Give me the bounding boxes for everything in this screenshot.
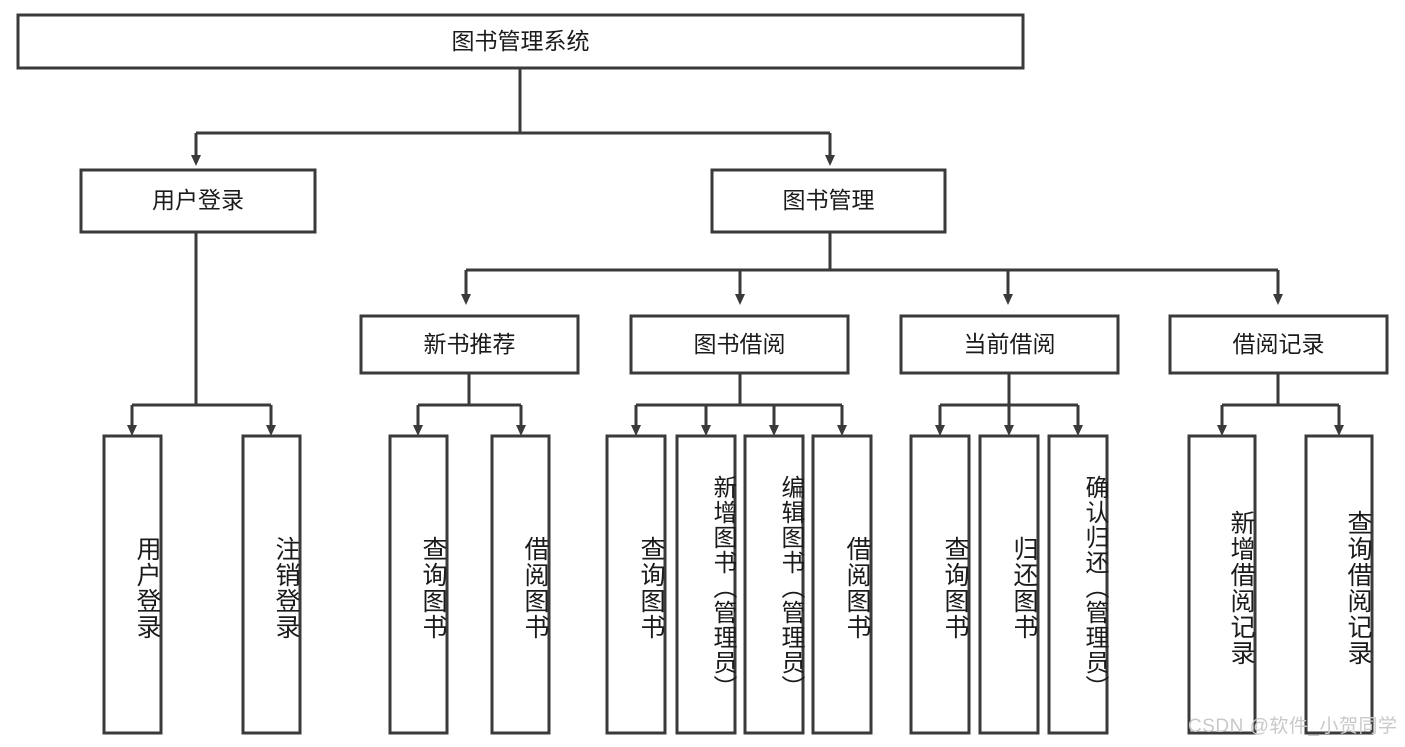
node-box-leaf-current-1[interactable] [909,434,971,735]
node-box-leaf-record-2[interactable] [1304,434,1374,735]
node-box-book-management[interactable] [710,168,947,234]
node-box-book-borrow[interactable] [629,314,850,375]
node-box-borrow-record[interactable] [1168,314,1389,375]
node-box-leaf-newbook-1[interactable] [388,434,449,735]
node-box-user-login[interactable] [79,168,317,234]
node-box-current-borrow[interactable] [899,314,1120,375]
node-box-leaf-borrow-4[interactable] [811,434,873,735]
node-box-leaf-borrow-1[interactable] [605,434,667,735]
node-box-leaf-borrow-3[interactable] [743,434,805,735]
node-box-leaf-user-login-1[interactable] [102,434,163,735]
node-box-leaf-newbook-2[interactable] [490,434,551,735]
node-box-leaf-user-login-2[interactable] [241,434,302,735]
node-box-leaf-current-2[interactable] [978,434,1040,735]
node-box-new-book-recommend[interactable] [359,314,580,375]
csdn-watermark: CSDN @软件_小贺同学 [1188,716,1398,737]
node-box-leaf-current-3[interactable] [1047,434,1109,735]
node-box-leaf-record-1[interactable] [1187,434,1257,735]
node-box-root[interactable] [16,13,1025,70]
node-box-leaf-borrow-2[interactable] [675,434,737,735]
